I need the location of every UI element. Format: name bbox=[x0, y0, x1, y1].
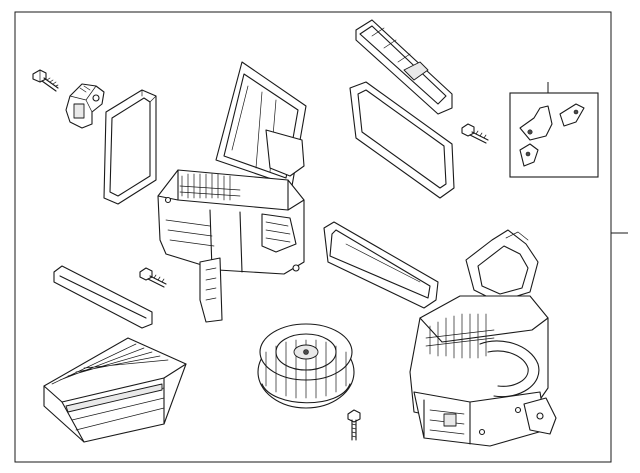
heater-housing-part bbox=[157, 61, 307, 323]
bolt-bottom-center bbox=[347, 409, 361, 441]
cabin-air-filter-part bbox=[43, 337, 187, 443]
frame-border bbox=[14, 11, 612, 463]
gasket-part bbox=[103, 89, 157, 205]
blower-housing-part bbox=[409, 229, 557, 447]
bolt-top-left bbox=[32, 69, 59, 92]
blower-motor-part bbox=[257, 323, 355, 409]
filter-door-part bbox=[323, 221, 439, 309]
actuator-kit-box bbox=[509, 82, 599, 178]
air-filter-cover-part bbox=[355, 19, 453, 115]
bolt-center-left bbox=[139, 267, 167, 288]
filter-strip-part bbox=[53, 265, 153, 329]
actuator-part bbox=[65, 83, 105, 129]
bolt-mid-right bbox=[461, 123, 489, 144]
seal-frame-part bbox=[349, 81, 455, 199]
